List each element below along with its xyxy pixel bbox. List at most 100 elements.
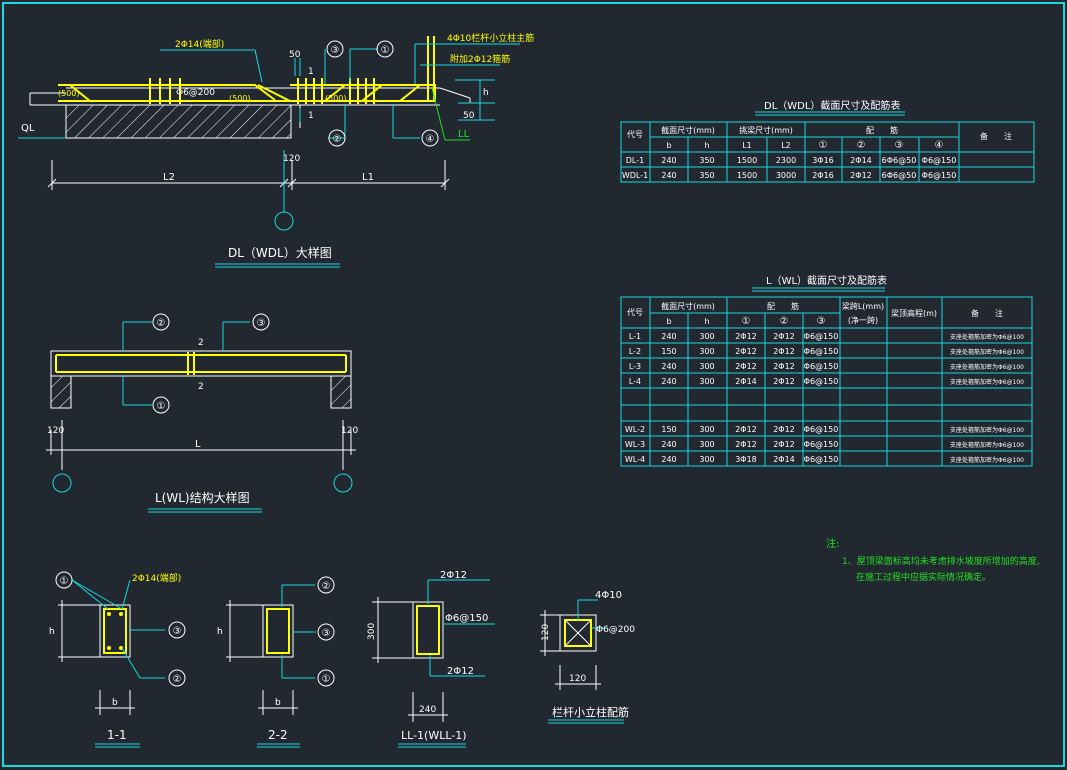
dl-sub-header: b h L1 L2 ① ② ③ ④ [666, 140, 943, 151]
col-h: 120 [541, 624, 551, 641]
axis-bubble-right [333, 473, 353, 493]
lap-500-c: (500) [325, 94, 347, 103]
l-row-7-bar2: 2Φ12 [773, 440, 795, 449]
l-detail: L(WL)结构大样图 120 120 L 2 2 ② ③ ① [46, 313, 358, 513]
sll-bot: 2Φ12 [447, 666, 474, 677]
dl-sub-b: b [666, 141, 671, 150]
s11-m3: ③ [173, 626, 182, 637]
l-marker-2-text: ② [157, 318, 166, 329]
l-head-section: 截面尺寸(mm) [661, 301, 715, 311]
l-row-3-bar1: 2Φ12 [735, 362, 757, 371]
dim-l2: L2 [163, 172, 175, 183]
l-marker-1-text: ① [157, 401, 166, 412]
h-label: h [483, 88, 489, 98]
dl-title: DL（WDL）大样图 [228, 245, 332, 260]
l-row-7-bar3: Φ6@150 [804, 440, 839, 449]
l-section-2a: 2 [198, 338, 204, 348]
l-row-1-b: 240 [661, 332, 676, 341]
l-row-8-b: 240 [661, 455, 676, 464]
dl-head-code: 代号 [627, 129, 643, 139]
l-row-4-b: 240 [661, 377, 676, 386]
stirrup-add-label: 附加2Φ12箍筋 [450, 53, 510, 65]
dl-row-1: DL-1 240 350 1500 2300 3Φ16 2Φ14 6Φ6@50 … [626, 156, 957, 165]
s11-bar: 2Φ14(端部) [132, 572, 181, 584]
axis-bubble [274, 211, 294, 231]
l-row-3-bar2: 2Φ12 [773, 362, 795, 371]
l-dim-120-left: 120 [47, 426, 64, 436]
l-head-code: 代号 [627, 307, 643, 317]
l-row-8-note: 支座处箍筋加密为Φ6@100 [950, 456, 1024, 464]
l-row-2-code: L-2 [629, 347, 641, 356]
dl-head-rebar: 配 筋 [866, 125, 898, 135]
dl-r2-h: 350 [699, 171, 714, 180]
lap-500-b: (500) [229, 94, 251, 103]
l-row-8-bar2: 2Φ14 [773, 455, 795, 464]
l-row-3-h: 300 [699, 362, 714, 371]
l-row-6-code: WL-2 [625, 425, 645, 434]
col-mid: Φ6@200 [596, 625, 635, 635]
l-sub-m3: ③ [817, 316, 826, 327]
s22-h: h [217, 627, 223, 637]
sll-title: LL-1(WLL-1) [401, 729, 467, 742]
dim-l1: L1 [362, 172, 374, 183]
l-row-7-bar1: 2Φ12 [735, 440, 757, 449]
sll-b: 240 [419, 705, 436, 715]
l-row-4-bar2: 2Φ12 [773, 377, 795, 386]
dl-r2-code: WDL-1 [622, 171, 648, 180]
lap-500-a: (500) [58, 89, 80, 98]
dim-50-top: 50 [289, 50, 301, 60]
dl-r2-l1: 1500 [737, 171, 757, 180]
stirrups [149, 78, 375, 104]
col-b: 120 [569, 674, 586, 684]
l-sub-m2: ② [780, 316, 789, 327]
l-dim-120-right: 120 [341, 426, 358, 436]
l-marker-3-text: ③ [257, 318, 266, 329]
dl-r1-code: DL-1 [626, 156, 644, 165]
dl-sub-m2: ② [857, 140, 866, 151]
support-left [50, 375, 72, 409]
l-head-span: 梁跨L(mm) [842, 302, 884, 311]
l-head-span-sub: (净一跨) [848, 315, 878, 325]
l-row-3-note: 支座处箍筋加密为Φ6@100 [950, 363, 1024, 371]
l-row-4-bar3: Φ6@150 [804, 377, 839, 386]
l-row-1-note: 支座处箍筋加密为Φ6@100 [950, 333, 1024, 341]
l-row-8-bar1: 3Φ18 [735, 455, 757, 464]
notes-line-1: 1、屋顶梁面标高均未考虑排水坡度所增加的高度, [842, 555, 1040, 567]
l-sub-m1: ① [742, 316, 751, 327]
l-row-2-b: 150 [661, 347, 676, 356]
l-sub-h: h [704, 317, 709, 326]
dl-r1-l2: 2300 [776, 156, 796, 165]
notes-line-2: 在施工过程中应据实际情况确定。 [856, 571, 991, 583]
dl-r2-l2: 3000 [776, 171, 796, 180]
marker-1 [376, 40, 394, 58]
marker-3 [326, 40, 344, 58]
dl-sub-m3: ③ [895, 140, 904, 151]
dl-row-2: WDL-1 240 350 1500 3000 2Φ16 2Φ12 6Φ6@50… [622, 171, 957, 180]
l-row-6-h: 300 [699, 425, 714, 434]
s11-m1: ① [60, 576, 69, 587]
marker-2 [328, 129, 346, 147]
l-row-7-h: 300 [699, 440, 714, 449]
wall-hatch [65, 104, 292, 139]
l-row-2-h: 300 [699, 347, 714, 356]
dl-r1-l1: 1500 [737, 156, 757, 165]
section-2-2: 2-2 ② ③ ① h b [217, 576, 335, 748]
l-section-2b: 2 [198, 382, 204, 392]
dl-head-note: 备 注 [980, 131, 1012, 141]
l-row-6-bar3: Φ6@150 [804, 425, 839, 434]
dl-r1-b1: 3Φ16 [812, 156, 834, 165]
l-row-1-bar3: Φ6@150 [804, 332, 839, 341]
marker-4-text: ④ [426, 134, 435, 145]
sll-mid: Φ6@150 [445, 613, 488, 624]
s11-title: 1-1 [107, 728, 127, 742]
notes: 注: 1、屋顶梁面标高均未考虑排水坡度所增加的高度, 在施工过程中应据实际情况确… [826, 537, 1040, 583]
dl-sub-m1: ① [819, 140, 828, 151]
ql-label: QL [21, 123, 35, 134]
s11-b: b [112, 698, 118, 708]
s22-m2: ② [322, 581, 331, 592]
l-row-4-bar1: 2Φ14 [735, 377, 757, 386]
l-row-8-code: WL-4 [625, 455, 645, 464]
stirrup-label: Φ6@200 [176, 88, 215, 98]
